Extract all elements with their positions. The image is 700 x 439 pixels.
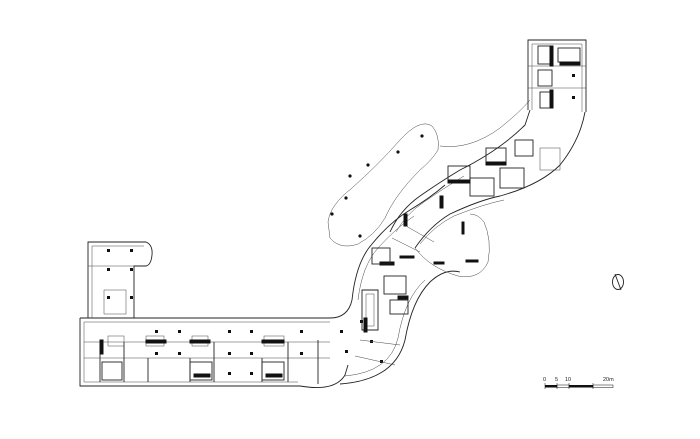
scale-label-10: 10 bbox=[565, 377, 571, 383]
scale-label-0: 0 bbox=[543, 377, 546, 383]
east-curved-wing bbox=[389, 109, 586, 277]
north-east-tower bbox=[527, 39, 587, 112]
atrium-canopy bbox=[327, 99, 531, 247]
scale-label-5: 5 bbox=[555, 377, 558, 383]
north-arrow-icon bbox=[612, 273, 624, 291]
structural-columns bbox=[107, 249, 383, 375]
scale-label-20m: 20m bbox=[603, 377, 614, 383]
central-curved-wing bbox=[339, 184, 461, 385]
scale-bar: 0 5 10 20m bbox=[543, 377, 614, 389]
west-wing bbox=[79, 241, 353, 389]
